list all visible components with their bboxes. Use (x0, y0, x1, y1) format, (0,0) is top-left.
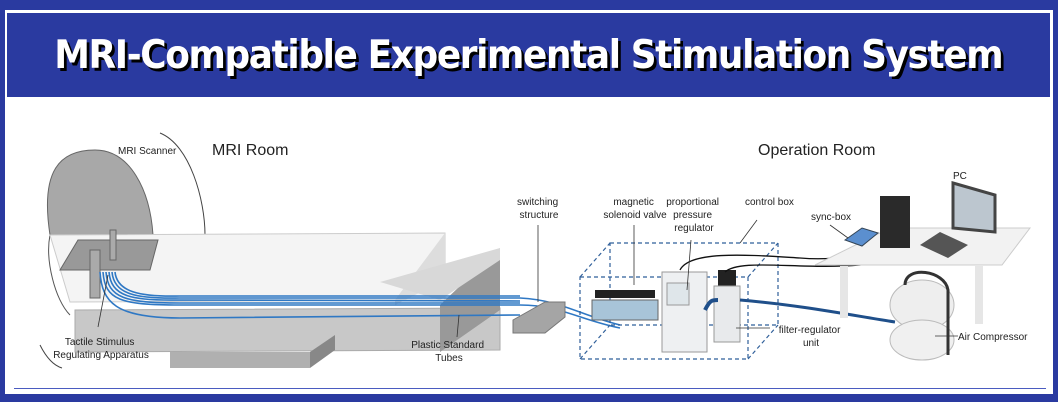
bottom-rule (14, 388, 1046, 389)
air-hose (739, 298, 896, 324)
pc-monitor (951, 181, 997, 234)
label-plastic-tubes: Plastic Standard Tubes (411, 340, 487, 364)
mri-scanner (39, 132, 206, 369)
sync-box (843, 227, 880, 247)
filter-regulator-unit (713, 270, 741, 343)
solenoid-valve (591, 290, 659, 321)
label-mri-room: MRI Room (212, 142, 288, 159)
label-operation-room: Operation Room (758, 142, 875, 159)
air-compressor (889, 270, 955, 361)
label-mri-scanner: MRI Scanner (118, 146, 177, 157)
label-control-box: control box (745, 197, 794, 208)
plastic-tubes (99, 271, 621, 329)
system-diagram: MRI Room Operation Room MRI Scanner Tact… (39, 132, 1032, 369)
label-solenoid: magnetic solenoid valve (603, 197, 667, 221)
label-switching: switching structure (517, 197, 561, 221)
label-sync-box: sync-box (811, 212, 851, 223)
title-banner: MRI-Compatible Experimental Stimulation … (7, 13, 1050, 97)
label-air-compressor: Air Compressor (958, 332, 1028, 343)
page-title: MRI-Compatible Experimental Stimulation … (54, 32, 1003, 78)
label-filter-regulator: filter-regulator unit (779, 325, 843, 349)
scanner-table (49, 232, 501, 368)
label-pc: PC (953, 171, 967, 182)
control-box (579, 242, 779, 360)
label-ppr: proportional pressure regulator (666, 197, 722, 234)
switching-structure (512, 301, 566, 334)
pc-tower (880, 196, 910, 248)
tactile-apparatus (59, 229, 159, 299)
label-tactile: Tactile Stimulus Regulating Apparatus (53, 337, 149, 361)
keyboard (920, 232, 968, 258)
